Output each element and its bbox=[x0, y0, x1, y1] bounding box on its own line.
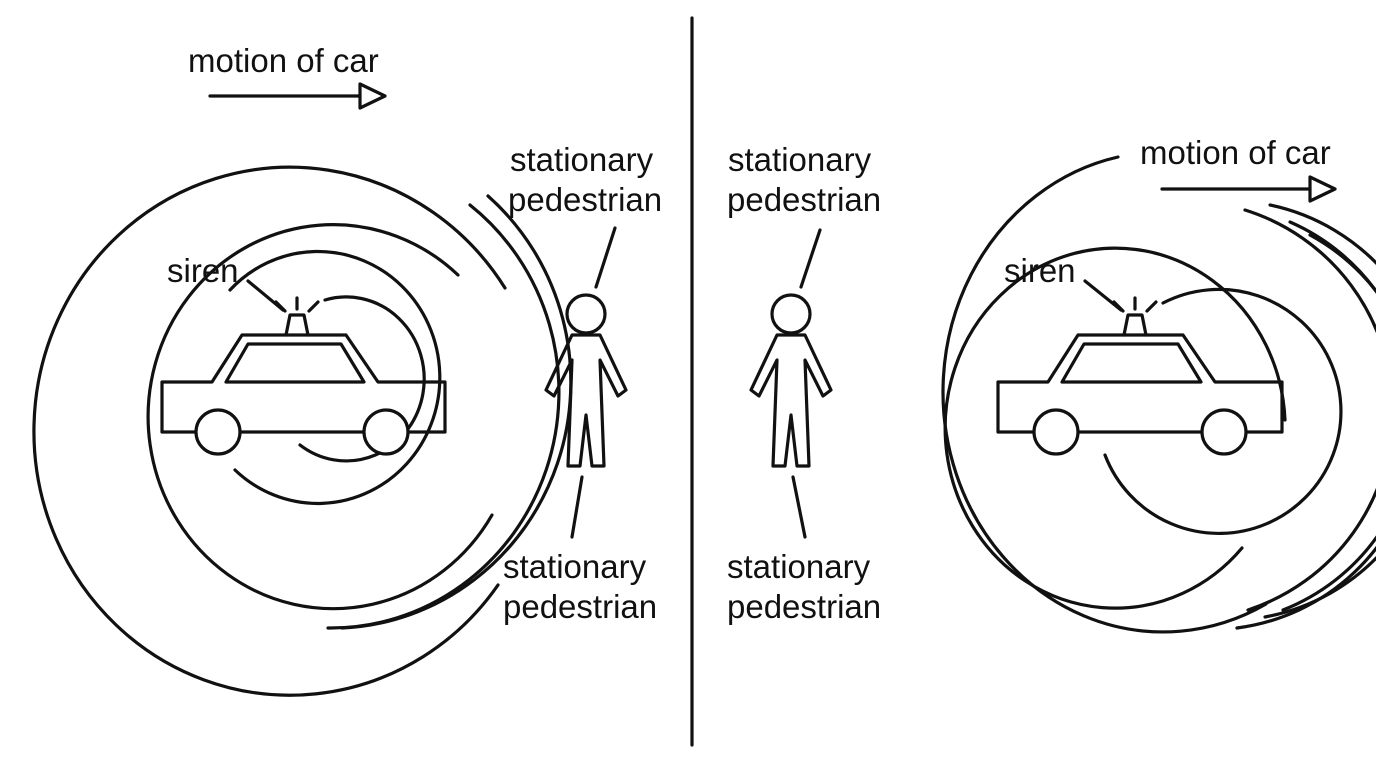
right-panel: motion of car siren bbox=[727, 134, 1376, 634]
right-siren bbox=[1122, 313, 1148, 337]
left-bottom-pedestrian-label-2: pedestrian bbox=[503, 588, 657, 625]
right-pedestrian bbox=[749, 293, 833, 468]
left-top-pedestrian-label: stationary bbox=[510, 141, 654, 178]
right-rear-wheel bbox=[1032, 408, 1080, 456]
right-police-car bbox=[996, 296, 1284, 456]
left-siren-pointer bbox=[246, 279, 285, 312]
right-bottom-pointer bbox=[791, 475, 807, 539]
right-siren-label: siren bbox=[1004, 252, 1076, 289]
right-top-pedestrian-label: stationary bbox=[728, 141, 872, 178]
left-bottom-pedestrian-label: stationary bbox=[503, 548, 647, 585]
left-top-pointer bbox=[594, 226, 617, 289]
left-siren-label: siren bbox=[167, 252, 239, 289]
right-siren-pointer bbox=[1083, 279, 1123, 312]
left-panel: motion of car siren bbox=[32, 42, 662, 697]
left-motion-arrow bbox=[208, 82, 387, 110]
right-motion-label: motion of car bbox=[1140, 134, 1331, 171]
right-top-pointer bbox=[799, 228, 822, 289]
left-pedestrian-head bbox=[565, 293, 607, 335]
right-front-wheel bbox=[1200, 408, 1248, 456]
left-bottom-pointer bbox=[570, 475, 584, 539]
left-top-pedestrian-label-2: pedestrian bbox=[508, 181, 662, 218]
left-sound-wavefronts bbox=[32, 165, 573, 697]
right-top-pedestrian-label-2: pedestrian bbox=[727, 181, 881, 218]
right-motion-arrow bbox=[1160, 175, 1337, 203]
left-rear-wheel bbox=[194, 408, 242, 456]
right-sound-wavefronts bbox=[941, 155, 1376, 634]
left-police-car bbox=[160, 296, 447, 456]
right-bottom-pedestrian-label-2: pedestrian bbox=[727, 588, 881, 625]
left-pedestrian bbox=[544, 293, 628, 468]
left-siren bbox=[284, 313, 310, 337]
left-motion-label: motion of car bbox=[188, 42, 379, 79]
left-front-wheel bbox=[362, 408, 410, 456]
right-bottom-pedestrian-label: stationary bbox=[727, 548, 871, 585]
right-pedestrian-head bbox=[770, 293, 812, 335]
